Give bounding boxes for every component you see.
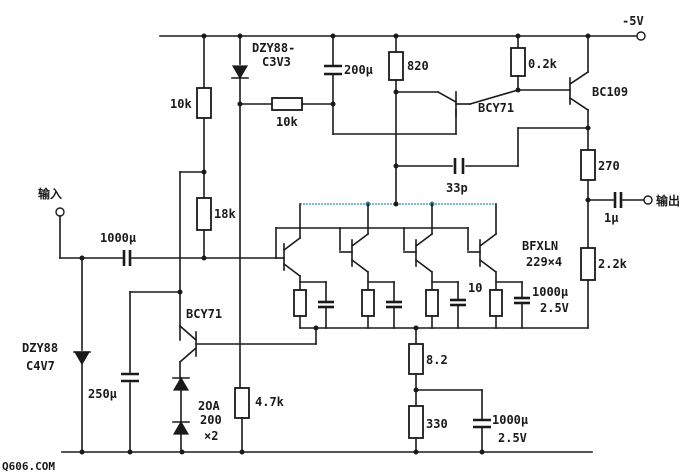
label-330: 330 xyxy=(426,417,448,431)
label-zener-top-2: C3V3 xyxy=(262,55,291,69)
capacitor-250u: 250μ xyxy=(88,289,183,453)
supply-rail: -5V xyxy=(159,14,646,41)
collector-bus xyxy=(300,201,496,207)
label-c10: 10 xyxy=(468,281,482,295)
resistor-4-7k: 4.7k xyxy=(234,387,285,453)
diodes-2oa200: 2OA 200 ×2 xyxy=(172,376,222,453)
label-bcy71-bottom: BCY71 xyxy=(186,307,222,321)
label-diodes-1: 2OA xyxy=(198,399,220,413)
label-diodes-2: 200 xyxy=(200,413,222,427)
input-terminal xyxy=(55,207,65,217)
resistor-270: 270 xyxy=(580,149,620,249)
label-10k-left: 10k xyxy=(170,97,192,111)
resistor-2-2k: 2.2k xyxy=(299,247,628,329)
input-label: 输入 xyxy=(38,186,62,201)
output-label: 输出 xyxy=(656,193,680,208)
capacitor-1000u-input: 1000μ xyxy=(100,231,277,266)
label-zener-top-1: DZY88- xyxy=(252,41,295,55)
resistor-10k-mid: 10k xyxy=(239,97,334,129)
capacitor-1u-output: 1μ 输出 xyxy=(587,192,680,225)
resistor-330: 330 xyxy=(408,405,448,453)
output-terminal xyxy=(643,195,653,205)
transistor-bcy71-bottom: BCY71 xyxy=(178,307,317,379)
feedback-path xyxy=(517,127,589,167)
label-0-2k: 0.2k xyxy=(528,57,558,71)
capacitor-200u: 200μ xyxy=(324,35,457,135)
label-1u: 1μ xyxy=(604,211,618,225)
label-zener-bottom-1: DZY88 xyxy=(22,341,58,355)
resistor-820: 820 xyxy=(388,35,429,205)
supply-voltage-label: -5V xyxy=(622,14,644,28)
ground-rail xyxy=(61,449,593,455)
label-270: 270 xyxy=(598,159,620,173)
watermark: Q606.COM xyxy=(2,460,55,473)
capacitor-33p: 33p xyxy=(395,158,519,195)
label-bfxln-1: BFXLN xyxy=(522,239,558,253)
label-1000u-bottom-2: 2.5V xyxy=(498,431,527,445)
label-18k: 18k xyxy=(214,207,236,221)
input-section: 输入 xyxy=(38,186,123,261)
resistor-8-2: 8.2 xyxy=(408,327,448,407)
capacitor-1000u-bottom: 1000μ 2.5V xyxy=(415,389,528,453)
label-10k-mid: 10k xyxy=(276,115,298,129)
label-820: 820 xyxy=(407,59,429,73)
label-1000u-bottom-1: 1000μ xyxy=(492,413,528,427)
label-33p: 33p xyxy=(446,181,468,195)
transistor-bcy71-top: BCY71 xyxy=(395,90,514,135)
label-1000u-emitter-2: 2.5V xyxy=(540,301,569,315)
supply-terminal xyxy=(636,31,646,41)
label-2-2k: 2.2k xyxy=(598,257,628,271)
label-1000u-input: 1000μ xyxy=(100,231,136,245)
label-bc109: BC109 xyxy=(592,85,628,99)
label-8-2: 8.2 xyxy=(426,353,448,367)
resistor-18k: 18k xyxy=(179,169,236,341)
label-zener-bottom-2: C4V7 xyxy=(26,359,55,373)
transistor-bc109: BC109 xyxy=(568,33,628,151)
label-250u: 250μ xyxy=(88,387,117,401)
zener-diode-bottom: DZY88 C4V7 xyxy=(22,257,91,453)
label-diodes-3: ×2 xyxy=(204,429,218,443)
label-bfxln-2: 229×4 xyxy=(526,255,562,269)
resistor-10k-left: 10k xyxy=(170,35,212,199)
label-bcy71-top: BCY71 xyxy=(478,101,514,115)
label-1000u-emitter-1: 1000μ xyxy=(532,285,568,299)
label-200u: 200μ xyxy=(344,63,373,77)
label-4-7k: 4.7k xyxy=(255,395,285,409)
zener-diode-top: DZY88- C3V3 xyxy=(231,35,295,389)
resistor-0-2k: 0.2k xyxy=(469,35,571,105)
transistor-array-bfxln: BFXLN 229×4 10 1000μ 2.5V xyxy=(275,203,569,331)
